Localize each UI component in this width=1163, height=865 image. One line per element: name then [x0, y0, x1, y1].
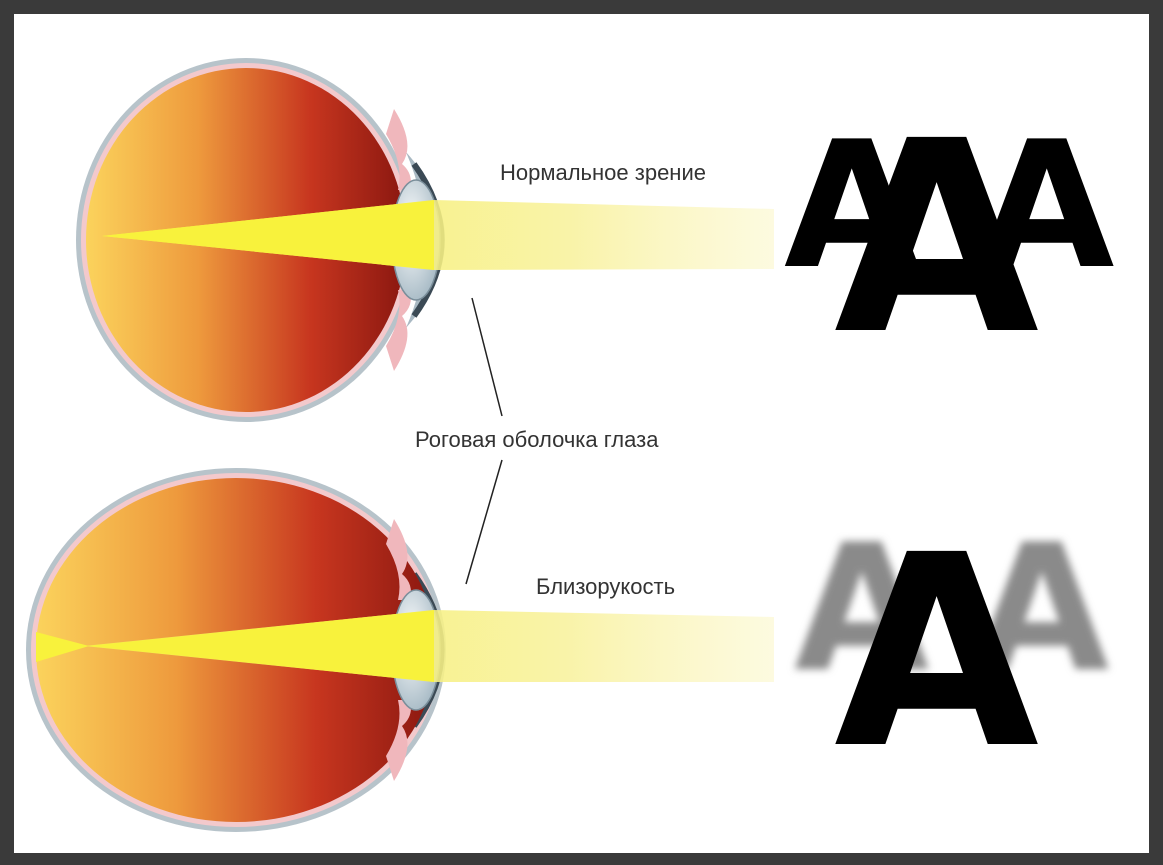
letter-sharp-center: A [834, 499, 1041, 807]
normal-vision-label: Нормальное зрение [500, 160, 706, 186]
cornea-pointer-top [472, 298, 502, 416]
cornea-label: Роговая оболочка глаза [415, 427, 658, 453]
letter-center: A [834, 85, 1041, 393]
myopia-label: Близорукость [536, 574, 675, 600]
cornea-pointer-bottom [466, 460, 502, 584]
diagram-panel: A A A A A A Нормальное зрение Роговая об… [14, 14, 1149, 853]
letters-myopia: A A A [794, 499, 1109, 807]
letters-normal: A A A [784, 85, 1114, 393]
